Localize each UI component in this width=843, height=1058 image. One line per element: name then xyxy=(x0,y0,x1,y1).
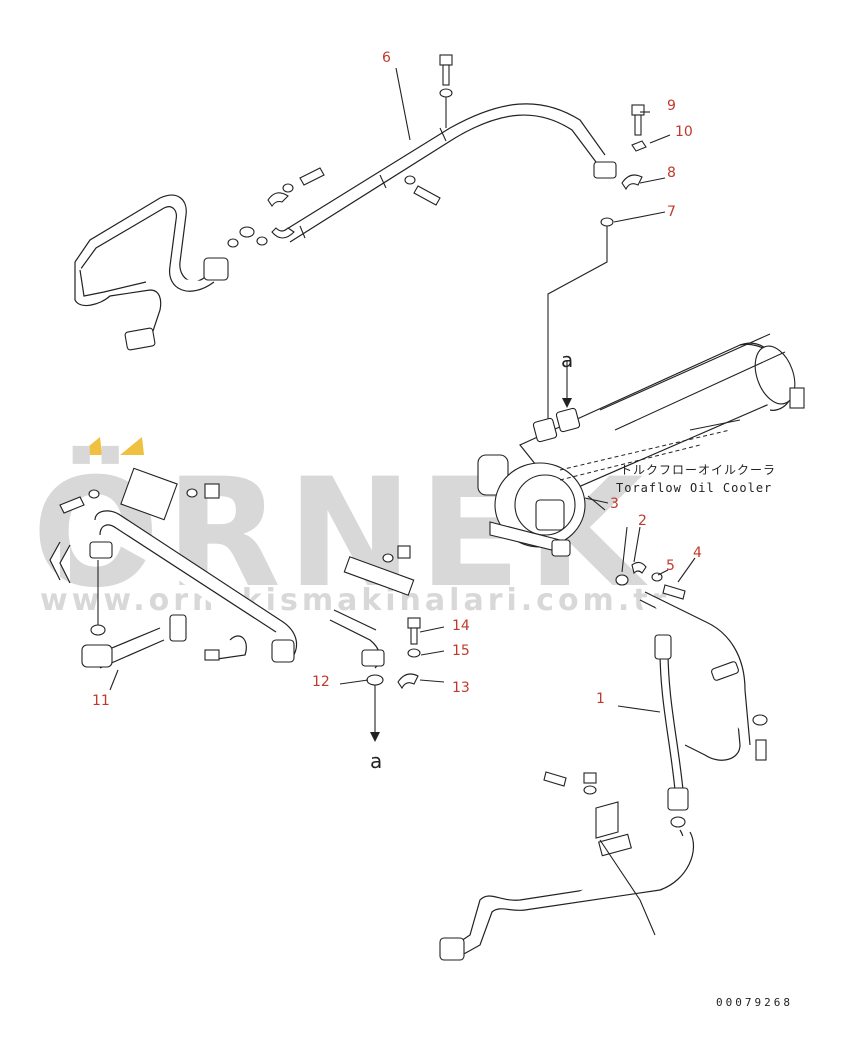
fastener-group-upper-right xyxy=(547,104,647,430)
label-part-2: 2 xyxy=(638,513,647,529)
reference-a-bottom: a xyxy=(370,749,382,773)
label-part-5: 5 xyxy=(666,558,675,574)
leader-lines xyxy=(109,67,696,713)
label-part-9: 9 xyxy=(667,98,676,114)
watermark-accent-left xyxy=(78,437,102,455)
label-part-13: 13 xyxy=(452,680,470,696)
label-part-12: 12 xyxy=(312,674,330,690)
cooler-label-japanese: トルクフローオイルクーラ xyxy=(620,463,776,477)
lower-right-pipe-assembly xyxy=(439,591,768,961)
label-part-1: 1 xyxy=(596,691,605,707)
label-part-11: 11 xyxy=(92,693,110,709)
cooler-outlet-fittings xyxy=(551,495,686,600)
label-part-14: 14 xyxy=(452,618,470,634)
oil-cooler xyxy=(477,333,805,553)
reference-a-top: a xyxy=(561,348,573,372)
document-number: 00079268 xyxy=(716,996,793,1009)
label-part-7: 7 xyxy=(667,204,676,220)
label-part-8: 8 xyxy=(667,165,676,181)
label-part-10: 10 xyxy=(675,124,693,140)
watermark-accent-right xyxy=(120,437,144,455)
label-part-6: 6 xyxy=(382,50,391,66)
part-labels: 6 9 10 8 7 3 2 5 4 1 11 12 13 14 15 xyxy=(92,50,702,709)
label-part-4: 4 xyxy=(693,545,702,561)
label-part-15: 15 xyxy=(452,643,470,659)
watermark-url: www.ornekismakinalari.com.tr xyxy=(40,583,670,618)
left-lower-pipe-assembly xyxy=(49,467,421,742)
label-part-3: 3 xyxy=(610,496,619,512)
cooler-label-english: Toraflow Oil Cooler xyxy=(616,481,772,495)
upper-pipe-assembly xyxy=(74,54,617,351)
